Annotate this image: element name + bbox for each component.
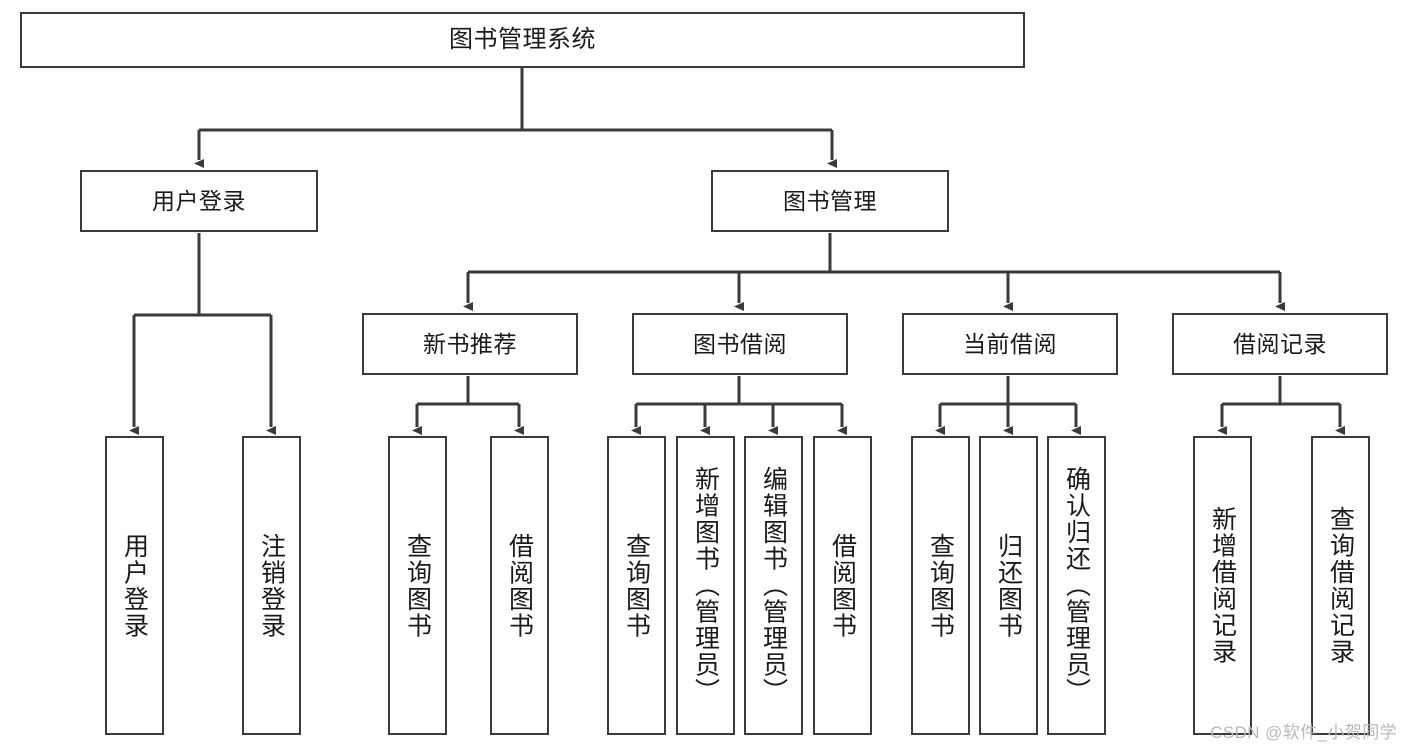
node-leaf-borrow-book-new[interactable]: 借阅图书 bbox=[490, 436, 549, 735]
node-label: 用户登录 bbox=[120, 532, 149, 639]
node-label: 查询图书 bbox=[403, 532, 432, 639]
node-label: 查询借阅记录 bbox=[1326, 506, 1355, 665]
node-borrow-record[interactable]: 借阅记录 bbox=[1172, 313, 1388, 375]
node-leaf-query-borrow-record[interactable]: 查询借阅记录 bbox=[1311, 436, 1370, 735]
node-user-login[interactable]: 用户登录 bbox=[80, 170, 318, 232]
node-label: 新书推荐 bbox=[423, 330, 517, 357]
node-label: 借阅记录 bbox=[1233, 330, 1327, 357]
node-leaf-edit-book-admin[interactable]: 编辑图书（管理员） bbox=[744, 436, 803, 735]
node-leaf-user-logout[interactable]: 注销登录 bbox=[242, 436, 301, 735]
node-label: 图书管理系统 bbox=[449, 26, 596, 54]
node-leaf-borrow-book[interactable]: 借阅图书 bbox=[813, 436, 872, 735]
node-label: 借阅图书 bbox=[505, 532, 534, 639]
node-label: 当前借阅 bbox=[963, 330, 1057, 357]
node-leaf-add-book-admin[interactable]: 新增图书（管理员） bbox=[676, 436, 735, 735]
node-label: 归还图书 bbox=[994, 532, 1023, 639]
node-label: 编辑图书（管理员） bbox=[759, 466, 788, 705]
node-label: 借阅图书 bbox=[828, 532, 857, 639]
node-leaf-add-borrow-record[interactable]: 新增借阅记录 bbox=[1193, 436, 1252, 735]
node-label: 查询图书 bbox=[622, 532, 651, 639]
node-label: 用户登录 bbox=[152, 187, 246, 214]
node-label: 新增借阅记录 bbox=[1208, 506, 1237, 665]
node-new-book-recommendation[interactable]: 新书推荐 bbox=[362, 313, 578, 375]
node-leaf-user-login[interactable]: 用户登录 bbox=[105, 436, 164, 735]
watermark-csdn: CSDN @软件_小贺同学 bbox=[1210, 723, 1397, 742]
node-leaf-query-book-new[interactable]: 查询图书 bbox=[388, 436, 447, 735]
node-book-borrow[interactable]: 图书借阅 bbox=[632, 313, 848, 375]
node-current-borrow[interactable]: 当前借阅 bbox=[902, 313, 1118, 375]
node-book-management[interactable]: 图书管理 bbox=[711, 170, 949, 232]
node-label: 图书管理 bbox=[783, 187, 877, 214]
node-leaf-query-book-borrow[interactable]: 查询图书 bbox=[607, 436, 666, 735]
node-label: 查询图书 bbox=[926, 532, 955, 639]
node-label: 图书借阅 bbox=[693, 330, 787, 357]
node-leaf-return-book[interactable]: 归还图书 bbox=[979, 436, 1038, 735]
node-root-book-management-system[interactable]: 图书管理系统 bbox=[20, 12, 1025, 68]
node-label: 注销登录 bbox=[257, 532, 286, 639]
node-label: 确认归还（管理员） bbox=[1062, 466, 1091, 705]
node-label: 新增图书（管理员） bbox=[691, 466, 720, 705]
node-leaf-confirm-return-admin[interactable]: 确认归还（管理员） bbox=[1047, 436, 1106, 735]
node-leaf-query-book-current[interactable]: 查询图书 bbox=[911, 436, 970, 735]
